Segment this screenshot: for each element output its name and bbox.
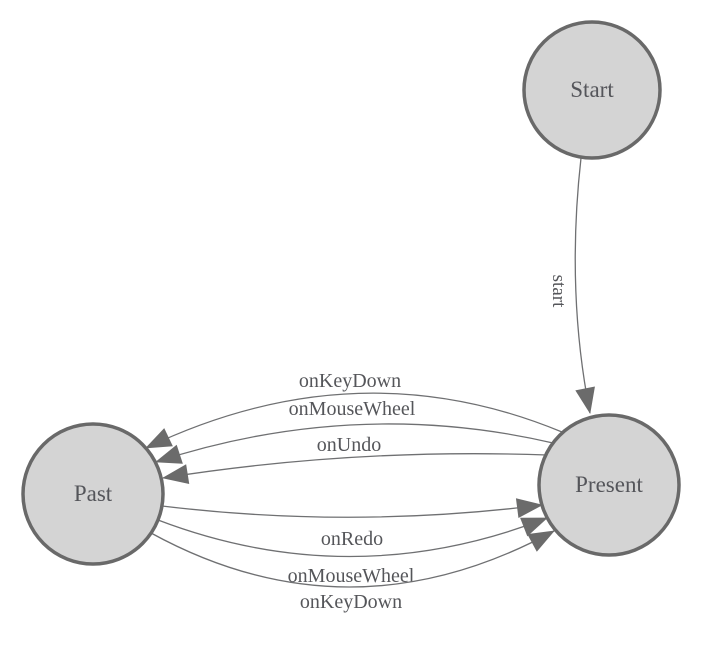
edge-past-to-present-onkeydown[interactable]: onKeyDown	[150, 530, 555, 613]
edge-past-to-present-onredo[interactable]: onRedo	[161, 498, 543, 550]
edge-line[interactable]	[161, 498, 543, 519]
node-start[interactable]: Start	[522, 20, 662, 160]
edge-present-to-past-onundo[interactable]: onUndo	[162, 434, 548, 484]
node-present[interactable]: Present	[537, 413, 681, 557]
edge-line[interactable]	[155, 423, 554, 464]
edge-label-onredo: onRedo	[321, 528, 383, 550]
edge-start-to-present[interactable]: start	[548, 157, 595, 414]
edge-present-to-past-onmousewheel[interactable]: onMouseWheel	[155, 398, 554, 464]
edge-line[interactable]	[162, 453, 548, 484]
edge-line[interactable]	[150, 530, 555, 588]
edge-label-onkeydown-2: onKeyDown	[300, 591, 402, 613]
node-past[interactable]: Past	[21, 422, 165, 566]
edge-label-onundo: onUndo	[317, 434, 381, 456]
edge-line[interactable]	[574, 157, 595, 414]
edge-label-start: start	[548, 275, 569, 308]
node-past-circle[interactable]	[21, 422, 165, 566]
node-start-circle[interactable]	[522, 20, 662, 160]
edge-label-onmousewheel: onMouseWheel	[289, 398, 416, 420]
node-present-circle[interactable]	[537, 413, 681, 557]
node-start-label: Start	[570, 77, 614, 102]
edge-line[interactable]	[157, 517, 548, 558]
edge-present-to-past-onkeydown[interactable]: onKeyDown	[145, 370, 563, 449]
edge-label-onmousewheel-2: onMouseWheel	[288, 565, 415, 587]
edge-line[interactable]	[145, 392, 563, 449]
edge-label-onkeydown: onKeyDown	[299, 370, 401, 392]
node-present-label: Present	[575, 472, 643, 497]
edge-past-to-present-onmousewheel[interactable]: onMouseWheel	[157, 517, 548, 587]
node-past-label: Past	[74, 481, 113, 506]
